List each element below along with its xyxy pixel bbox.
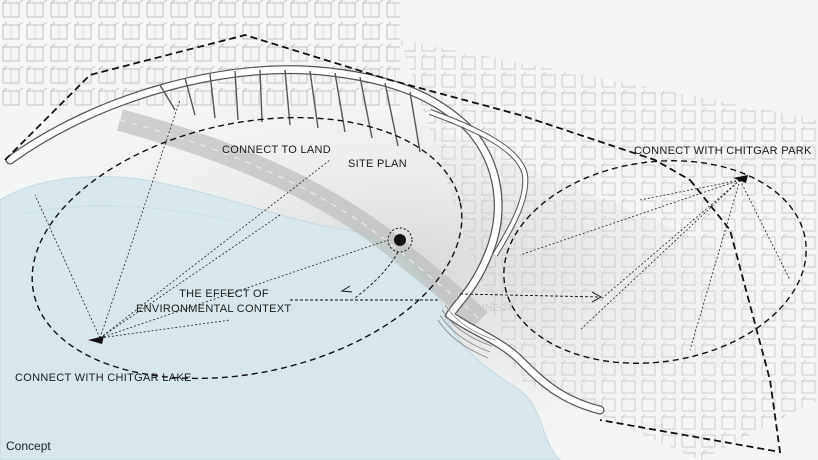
- park-viewpoint-marker: [733, 175, 748, 183]
- city-blocks-north: [0, 0, 400, 110]
- lake-influence-ellipse: [31, 116, 463, 380]
- focal-point-dot: [394, 234, 406, 246]
- ramp-layers: [437, 304, 496, 359]
- focal-to-label-line: [354, 251, 399, 299]
- lake-viewpoint-marker: [88, 336, 104, 344]
- focal-point-ring: [387, 227, 413, 253]
- figure-caption: Concept: [6, 439, 51, 453]
- lake-sight-lines: [34, 99, 389, 339]
- bridge-deck: [6, 66, 604, 414]
- bridge-columns: [159, 69, 421, 153]
- park-arrow-line: [459, 293, 601, 298]
- label-connect-faint: CONNECT: [462, 303, 514, 314]
- effect-arrowhead-left: [340, 285, 353, 293]
- park-sight-lines: [519, 179, 791, 351]
- label-effect-line-1: THE EFFECT OF: [179, 288, 269, 300]
- label-effect-line-2: ENVIRONMENTAL CONTEXT: [136, 303, 292, 315]
- site-boundary-east: [599, 179, 782, 454]
- highway-centerline: [119, 119, 481, 321]
- bridge-branch-deck: [429, 110, 528, 257]
- label-site-plan: SITE PLAN: [348, 158, 407, 170]
- label-connect-with-chitgar-park: CONNECT WITH CHITGAR PARK: [634, 145, 812, 157]
- park-influence-ellipse: [503, 160, 807, 364]
- label-connect-to-land: CONNECT TO LAND: [222, 144, 332, 156]
- park-arrowhead: [591, 291, 603, 303]
- label-connect-with-chitgar-lake: CONNECT WITH CHITGAR LAKE: [15, 372, 192, 384]
- lake-contour: [19, 205, 231, 221]
- site-boundary-north: [4, 34, 691, 181]
